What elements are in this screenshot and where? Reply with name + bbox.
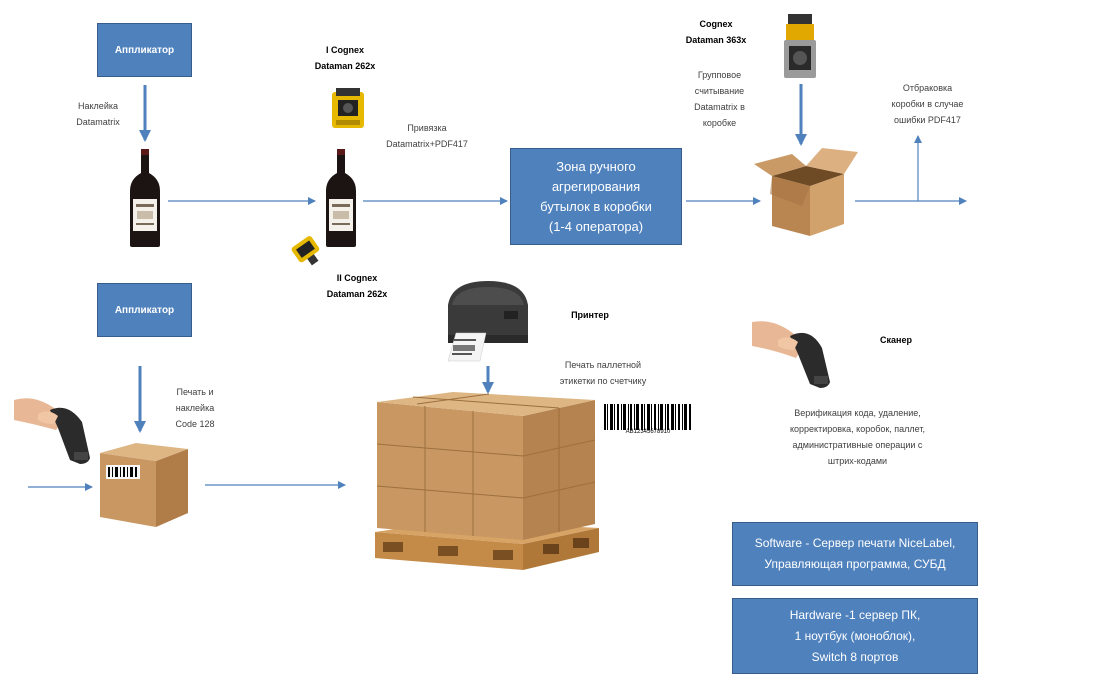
barcode-reader-icon: [332, 88, 364, 128]
manual-zone-line-4: (1-4 оператора): [548, 218, 644, 234]
verify-line-3: административные операции с: [792, 440, 923, 450]
wine-bottle-icon: [130, 149, 160, 247]
pallet-print-line-1: Печать паллетной: [564, 360, 642, 370]
group-read-line-4: коробке: [702, 118, 737, 128]
scanner-label: Сканер: [880, 335, 912, 345]
manual-zone-line-2: агрегирования: [551, 178, 641, 194]
sticker-line-1: Наклейка: [78, 101, 118, 111]
box-icon: [100, 443, 188, 527]
cognex-1-line-2: Dataman 262x: [314, 61, 376, 71]
sticker-datamatrix-label: Наклейка Datamatrix: [58, 98, 138, 130]
group-read-label: Групповое считывание Datamatrix в коробк…: [672, 67, 767, 131]
code128-line-3: Code 128: [175, 419, 215, 429]
reject-line-2: коробки в случае: [891, 99, 964, 109]
pallet-print-line-2: этикетки по счетчику: [559, 376, 647, 386]
barcode-number: AB12345678910: [625, 429, 671, 435]
verify-line-4: штрих-кодами: [827, 456, 888, 466]
box-icon: [754, 148, 858, 236]
reject-label: Отбраковка коробки в случае ошибки PDF41…: [870, 80, 985, 128]
group-read-line-2: считывание: [694, 86, 745, 96]
verify-line-1: Верификация кода, удаление,: [794, 408, 921, 418]
reject-line-1: Отбраковка: [902, 83, 953, 93]
cognex-363-line-1: Cognex: [699, 19, 733, 29]
cognex-1-label: I Cognex Dataman 262x: [290, 42, 400, 74]
binding-label: Привязка Datamatrix+PDF417: [372, 120, 482, 152]
binding-line-2: Datamatrix+PDF417: [386, 139, 468, 149]
reject-line-3: ошибки PDF417: [894, 115, 961, 125]
barcode-reader-icon: [784, 14, 816, 78]
software-line-1: Software - Сервер печати NiceLabel,: [754, 536, 956, 550]
cognex-363-label: Cognex Dataman 363x: [666, 16, 766, 48]
verify-line-2: корректировка, коробок, паллет,: [789, 424, 926, 434]
handheld-scanner-icon: [14, 398, 90, 464]
software-box: Software - Сервер печати NiceLabel, Упра…: [732, 522, 978, 586]
wine-bottle-icon: [326, 149, 356, 247]
handheld-scanner-icon: [752, 321, 830, 388]
cognex-363-line-2: Dataman 363x: [685, 35, 747, 45]
group-read-line-3: Datamatrix в: [694, 102, 745, 112]
software-line-2: Управляющая программа, СУБД: [764, 557, 946, 571]
applicator-top-label: Аппликатор: [114, 44, 175, 56]
barcode-reader-icon: [291, 236, 320, 266]
manual-zone-line-1: Зона ручного: [556, 158, 636, 174]
group-read-line-1: Групповое: [697, 70, 742, 80]
barcode-icon: [604, 404, 691, 430]
hardware-line-2: 1 ноутбук (моноблок),: [794, 628, 916, 643]
manual-zone-line-3: бутылок в коробки: [540, 198, 652, 214]
cognex-1-line-1: I Cognex: [325, 45, 364, 55]
cognex-2-line-2: Dataman 262x: [326, 289, 388, 299]
manual-aggregation-zone: Зона ручного агрегирования бутылок в кор…: [510, 148, 682, 245]
printer-label: Принтер: [571, 310, 609, 320]
printer-icon: [447, 281, 528, 362]
code128-line-2: наклейка: [175, 403, 215, 413]
sticker-line-2: Datamatrix: [76, 117, 120, 127]
pallet-icon: [375, 392, 599, 570]
cognex-2-label: II Cognex Dataman 262x: [302, 270, 412, 302]
code128-line-1: Печать и: [176, 387, 214, 397]
hardware-box: Hardware -1 сервер ПК, 1 ноутбук (монобл…: [732, 598, 978, 674]
applicator-box-bottom: Аппликатор: [97, 283, 192, 337]
binding-line-1: Привязка: [407, 123, 447, 133]
applicator-box-top: Аппликатор: [97, 23, 192, 77]
applicator-bottom-label: Аппликатор: [114, 304, 175, 316]
hardware-line-3: Switch 8 портов: [811, 649, 899, 664]
verification-label: Верификация кода, удаление, корректировк…: [750, 405, 965, 469]
cognex-2-line-1: II Cognex: [336, 273, 378, 283]
print-code128-label: Печать и наклейка Code 128: [160, 384, 230, 432]
pallet-print-label: Печать паллетной этикетки по счетчику: [538, 357, 668, 389]
hardware-line-1: Hardware -1 сервер ПК,: [789, 607, 921, 622]
